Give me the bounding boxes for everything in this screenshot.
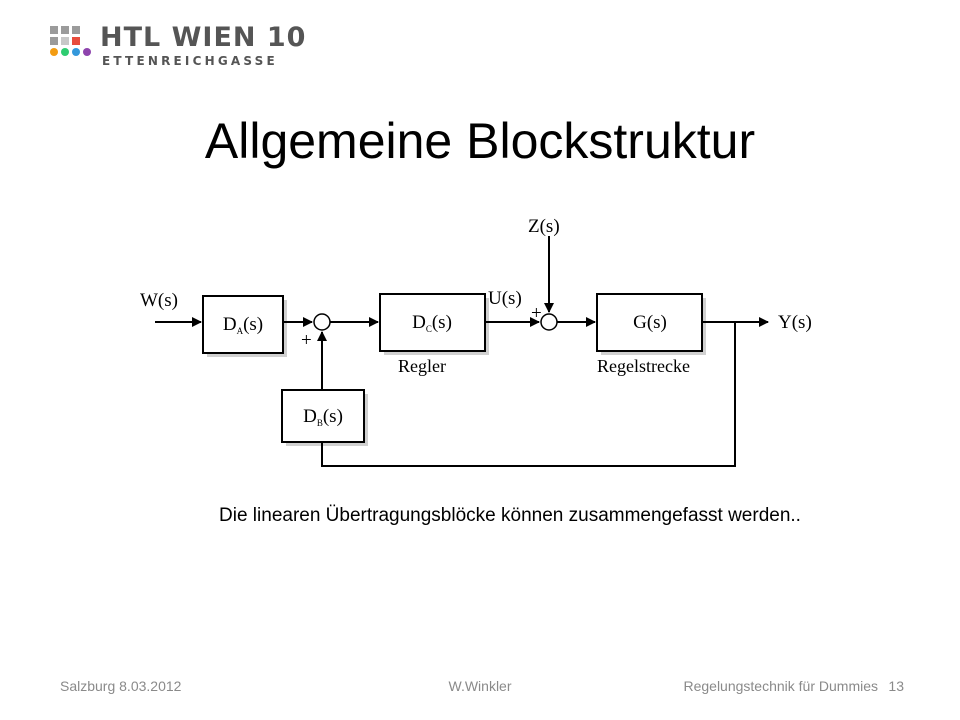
footer-course-title: Regelungstechnik für Dummies bbox=[683, 678, 878, 694]
block-da-base: D bbox=[223, 314, 237, 335]
plant-label: Regelstrecke bbox=[597, 356, 690, 376]
footer-date: Salzburg 8.03.2012 bbox=[60, 678, 182, 694]
block-dc-sub: C bbox=[426, 324, 432, 334]
sum1-sign: + bbox=[301, 330, 312, 351]
block-dc-suffix: (s) bbox=[432, 312, 452, 333]
slide-title: Allgemeine Blockstruktur bbox=[204, 113, 756, 169]
block-db-sub: B bbox=[317, 418, 323, 428]
input-signal-label: W(s) bbox=[140, 290, 178, 311]
footer-page-number: 13 bbox=[888, 678, 904, 694]
logo-subtitle: ETTENREICHGASSE bbox=[102, 54, 278, 68]
block-g-label: G(s) bbox=[633, 312, 667, 333]
block-da bbox=[202, 295, 284, 354]
block-db-suffix: (s) bbox=[323, 406, 343, 427]
block-dc-regler bbox=[379, 293, 486, 352]
block-dc-label: DC(s) bbox=[412, 312, 452, 334]
summing-junction-2 bbox=[540, 313, 558, 331]
block-db-label: DB(s) bbox=[303, 406, 343, 428]
block-dc-base: D bbox=[412, 312, 426, 333]
block-g-regelstrecke bbox=[596, 293, 703, 352]
logo-title: HTL WIEN 10 bbox=[100, 22, 307, 53]
footer-author: W.Winkler bbox=[448, 678, 512, 694]
block-db bbox=[281, 389, 365, 443]
block-da-sub: A bbox=[237, 326, 244, 336]
school-logo: HTL WIEN 10 ETTENREICHGASSE bbox=[50, 22, 305, 70]
logo-squares-icon bbox=[50, 26, 91, 66]
output-signal-label: Y(s) bbox=[778, 312, 812, 333]
block-da-suffix: (s) bbox=[243, 314, 263, 335]
feedback-path bbox=[321, 322, 736, 467]
sum2-sign: + bbox=[531, 303, 542, 324]
slide-caption: Die linearen Übertragungsblöcke können z… bbox=[219, 505, 801, 526]
summing-junction-1 bbox=[313, 313, 331, 331]
controller-label: Regler bbox=[398, 356, 446, 376]
block-db-base: D bbox=[303, 406, 317, 427]
disturbance-signal-label: Z(s) bbox=[528, 216, 560, 237]
block-da-label: DA(s) bbox=[223, 314, 263, 336]
control-signal-label: U(s) bbox=[488, 288, 522, 309]
